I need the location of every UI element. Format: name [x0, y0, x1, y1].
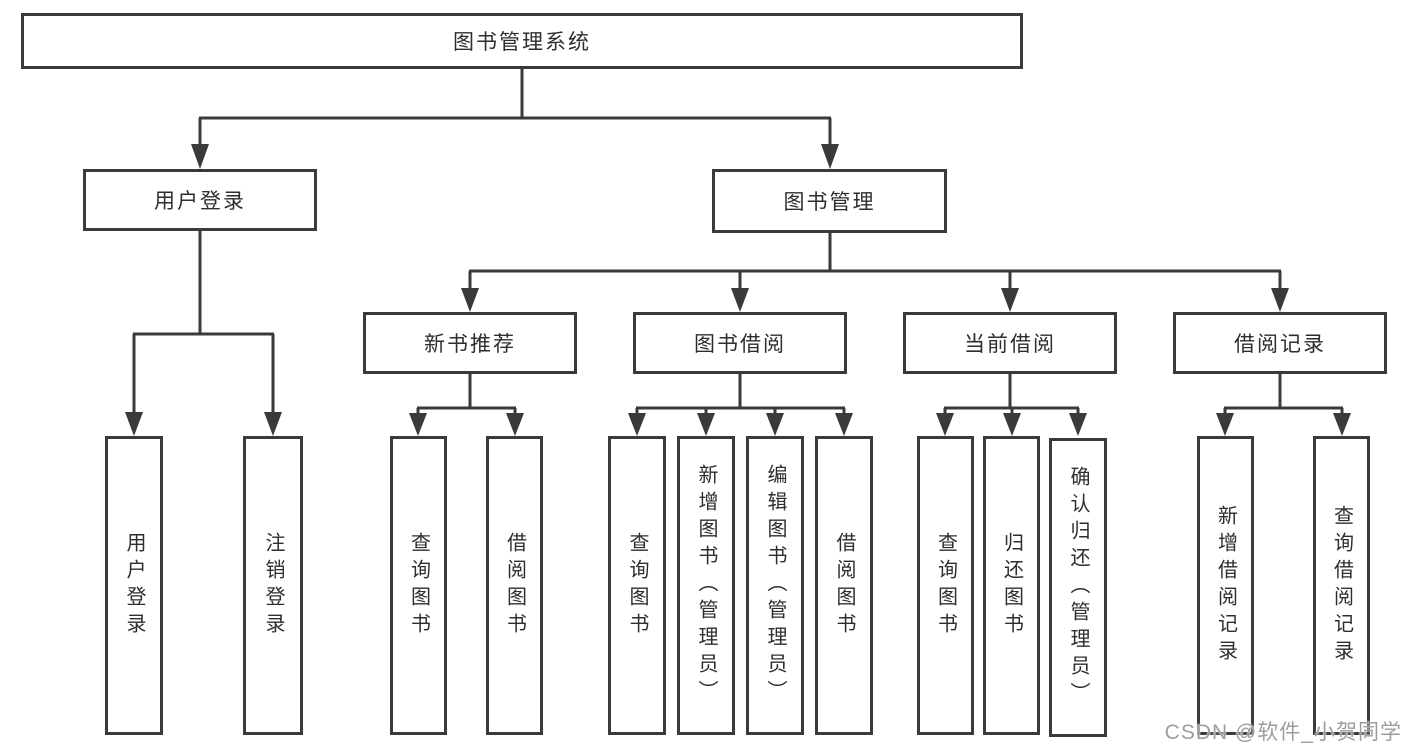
leaf-logout: 注销登录 — [243, 436, 303, 735]
connector-new-book-to-leaves — [409, 374, 524, 436]
connector-current-borrow-to-leaves — [936, 374, 1087, 436]
connector-user-login-to-leaves — [125, 231, 282, 436]
leaf-newbook-borrow: 借阅图书 — [486, 436, 543, 735]
leaf-current-query: 查询图书 — [917, 436, 974, 735]
node-current-borrow: 当前借阅 — [903, 312, 1117, 374]
node-new-book-recommend: 新书推荐 — [363, 312, 577, 374]
leaf-current-return: 归还图书 — [983, 436, 1040, 735]
leaf-borrow-add-admin: 新增图书（管理员） — [677, 436, 735, 735]
node-user-login: 用户登录 — [83, 169, 317, 231]
leaf-newbook-query: 查询图书 — [390, 436, 447, 735]
connector-borrow-record-to-leaves — [1216, 374, 1351, 436]
leaf-record-add: 新增借阅记录 — [1197, 436, 1254, 735]
node-borrow-record: 借阅记录 — [1173, 312, 1387, 374]
leaf-borrow-query: 查询图书 — [608, 436, 666, 735]
leaf-current-confirm-admin: 确认归还（管理员） — [1049, 438, 1107, 737]
leaf-user-login: 用户登录 — [105, 436, 163, 735]
leaf-record-query: 查询借阅记录 — [1313, 436, 1370, 735]
csdn-watermark: CSDN @软件_小贺同学 — [1164, 721, 1402, 744]
connector-root-to-level2 — [191, 69, 839, 169]
leaf-borrow-edit-admin: 编辑图书（管理员） — [746, 436, 804, 735]
node-root-system: 图书管理系统 — [21, 13, 1023, 69]
node-book-mgmt: 图书管理 — [712, 169, 947, 233]
leaf-borrow-book: 借阅图书 — [815, 436, 873, 735]
connector-book-borrow-to-leaves — [628, 374, 853, 436]
connector-book-mgmt-to-level3 — [461, 233, 1289, 312]
node-book-borrow: 图书借阅 — [633, 312, 847, 374]
